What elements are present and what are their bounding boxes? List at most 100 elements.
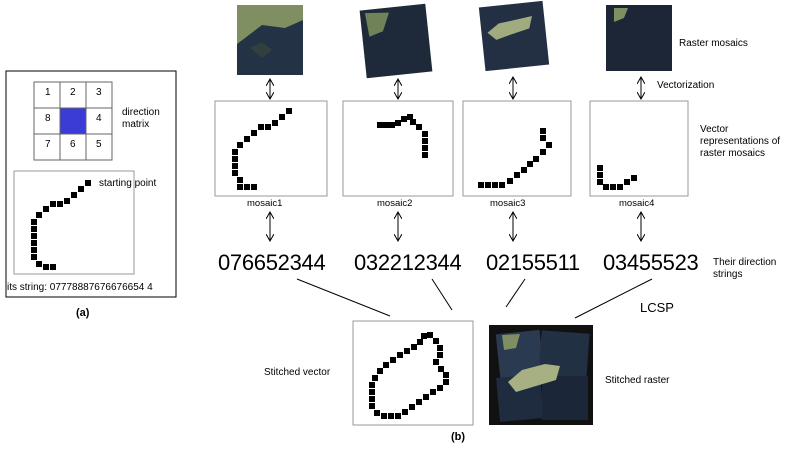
chain-pixel — [395, 413, 401, 419]
raster-mosaic-2 — [359, 3, 433, 79]
chain-pixel — [423, 394, 429, 400]
chain-pixel — [85, 180, 91, 186]
chain-pixel — [422, 131, 428, 137]
raster-mosaic-4 — [606, 5, 672, 71]
matrix-cell-7: 7 — [45, 139, 51, 150]
chain-pixel — [31, 254, 37, 260]
chain-pixel — [395, 120, 401, 126]
raster-mosaics-label: Raster mosaics — [679, 38, 748, 49]
chain-pixel — [43, 206, 49, 212]
chain-pixel — [389, 122, 395, 128]
chain-pixel — [416, 124, 422, 130]
vector-mosaic-3 — [478, 128, 552, 188]
chain-pixel — [485, 182, 491, 188]
chain-pixel — [232, 170, 238, 176]
chain-pixel — [78, 186, 84, 192]
direction-string-4: 03455523 — [603, 250, 699, 275]
chain-pixel — [251, 130, 257, 136]
matrix-cell-2: 2 — [70, 87, 76, 98]
chain-pixel — [443, 379, 449, 385]
mosaic-1-label: mosaic1 — [247, 198, 283, 209]
vector-mosaic-2 — [377, 114, 428, 158]
chain-pixel — [383, 362, 389, 368]
chain-pixel — [437, 345, 443, 351]
chain-pixel — [43, 264, 49, 270]
chain-pixel — [397, 352, 403, 358]
direction-strings-label: Their direction strings — [713, 257, 777, 280]
chain-pixel — [36, 261, 42, 267]
chain-pixel — [478, 182, 484, 188]
chain-pixel — [383, 122, 389, 128]
lcsp-line-2 — [431, 278, 453, 311]
chain-pixel — [430, 389, 436, 395]
direction-string-2: 032212344 — [354, 250, 462, 275]
direction-matrix-label: direction matrix — [122, 107, 160, 130]
chain-pixel — [258, 124, 264, 130]
chain-pixel — [279, 114, 285, 120]
direction-string-1: 076652344 — [218, 250, 326, 275]
mosaic-2-label: mosaic2 — [377, 198, 413, 209]
matrix-cell-4: 4 — [96, 113, 102, 124]
chain-pixel — [499, 182, 505, 188]
stitched-raster-label: Stitched raster — [605, 375, 670, 386]
chain-pixel — [540, 128, 546, 134]
chain-pixel — [597, 172, 603, 178]
chain-pixel — [286, 108, 292, 114]
chain-pixel — [433, 359, 439, 365]
direction-string-3: 02155511 — [486, 250, 580, 275]
chain-pixel — [417, 339, 423, 345]
chain-pixel — [438, 366, 444, 372]
chain-pixel — [597, 179, 603, 185]
mosaic-3-label: mosaic3 — [490, 198, 526, 209]
chain-pixel — [422, 145, 428, 151]
chain-pixel — [244, 136, 250, 142]
chain-pixel — [507, 178, 513, 184]
chain-string-label: its string: 07778887676676654 4 — [7, 282, 153, 293]
chain-pixel — [232, 149, 238, 155]
lcsp-line-3 — [505, 278, 526, 308]
panel-a-frame — [5, 70, 177, 298]
vector-frame-1 — [214, 100, 328, 197]
vector-mosaic-4 — [597, 165, 637, 190]
vectorization-label: Vectorization — [657, 80, 715, 91]
chain-pixel — [232, 163, 238, 169]
chain-pixel — [64, 198, 70, 204]
chain-pixel — [265, 124, 271, 130]
chain-pixel — [369, 403, 375, 409]
stitched-raster — [489, 325, 593, 425]
panel-b-caption: (b) — [451, 431, 466, 443]
vector-mosaic-1 — [232, 108, 292, 190]
chain-pixel — [521, 167, 527, 173]
chain-pixel — [437, 352, 443, 358]
chain-pixel — [410, 119, 416, 125]
direction-matrix — [33, 81, 113, 161]
raster-mosaic-1 — [237, 5, 303, 75]
chain-pixel — [377, 122, 383, 128]
stitched-vector-label: Stitched vector — [264, 367, 331, 378]
chain-pixel — [237, 184, 243, 190]
chain-pixel — [369, 389, 375, 395]
matrix-cell-3: 3 — [96, 87, 102, 98]
chain-pixel — [369, 382, 375, 388]
starting-point-label: starting point — [99, 178, 157, 189]
chain-pixel — [610, 184, 616, 190]
matrix-cell-6: 6 — [70, 139, 76, 150]
chain-pixel — [374, 410, 380, 416]
chain-pixel — [421, 333, 427, 339]
chain-pixel — [422, 152, 428, 158]
chain-pixel — [533, 156, 539, 162]
chain-pixel — [36, 212, 42, 218]
chain-pixel — [31, 247, 37, 253]
vector-frame-4 — [589, 100, 689, 197]
chain-pixel — [433, 338, 439, 344]
chain-pixel — [546, 142, 552, 148]
center-cell — [60, 108, 86, 134]
panel-a-caption: (a) — [76, 307, 90, 319]
chain-pixel — [597, 165, 603, 171]
chain-pixel — [377, 368, 383, 374]
vector-frame-3 — [462, 100, 572, 197]
chain-pixel — [237, 177, 243, 183]
matrix-cell-8: 8 — [45, 113, 51, 124]
chain-pixel — [411, 344, 417, 350]
